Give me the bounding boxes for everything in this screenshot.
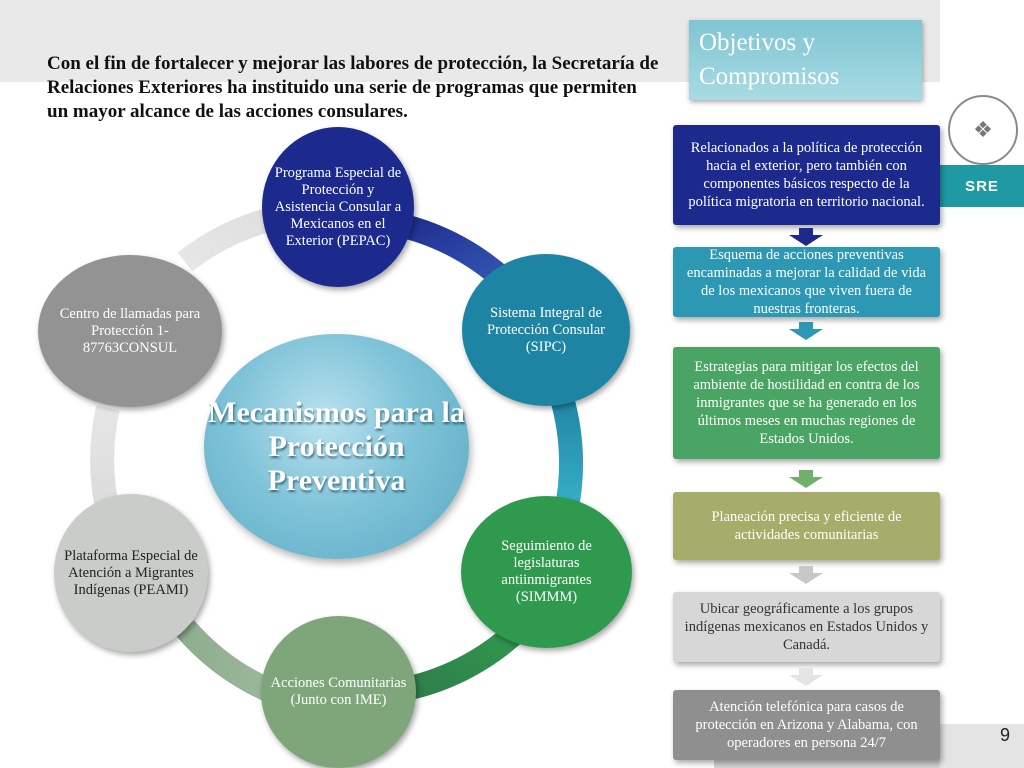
page-footer-bar-right <box>940 724 1024 768</box>
program-pepac-label: Programa Especial de Protección y Asiste… <box>274 164 402 249</box>
ring-arc-2 <box>548 388 584 515</box>
program-acciones-comunitarias: Acciones Comunitarias (Junto con IME) <box>261 616 416 768</box>
down-arrow-icon <box>789 470 823 488</box>
sre-logo: SRE <box>940 165 1024 207</box>
objective-step-4: Planeación precisa y eficiente de activi… <box>673 492 940 560</box>
objective-step-3: Estrategias para mitigar los efectos del… <box>673 347 940 459</box>
program-pepac: Programa Especial de Protección y Asiste… <box>262 127 414 287</box>
program-peami: Plataforma Especial de Atención a Migran… <box>54 494 208 652</box>
ring-arc-4 <box>175 620 274 701</box>
program-centro-label: Centro de llamadas para Protección 1-877… <box>59 305 201 356</box>
objective-step-1: Relacionados a la política de protección… <box>673 125 940 225</box>
program-peami-label: Plataforma Especial de Atención a Migran… <box>64 547 198 598</box>
program-centro-llamadas: Centro de llamadas para Protección 1-877… <box>38 255 222 407</box>
objective-step-2: Esquema de acciones preventivas encamina… <box>673 247 940 317</box>
ring-arc-6 <box>177 208 272 272</box>
objective-step-5: Ubicar geográficamente a los grupos indí… <box>673 592 940 662</box>
objective-step-6: Atención telefónica para casos de protec… <box>673 690 940 760</box>
down-arrow-icon <box>789 228 823 246</box>
program-simmm-label: Seguimiento de legislaturas antiinmigran… <box>501 538 592 605</box>
mexico-seal-icon: ❖ <box>948 95 1018 165</box>
objectives-title: Objetivos y Compromisos <box>689 20 922 100</box>
down-arrow-icon <box>789 668 823 686</box>
center-label: Mecanismos para la Protección Preventiva <box>208 395 465 497</box>
down-arrow-icon <box>789 566 823 584</box>
program-sipc-label: Sistema Integral de Protección Consular … <box>487 304 605 355</box>
center-circle: Mecanismos para la Protección Preventiva <box>204 334 469 559</box>
program-simmm: Seguimiento de legislaturas antiinmigran… <box>461 496 632 648</box>
program-acciones-label: Acciones Comunitarias (Junto con IME) <box>270 675 407 708</box>
page-number: 9 <box>999 725 1010 745</box>
down-arrow-icon <box>789 322 823 340</box>
intro-text: Con el fin de fortalecer y mejorar las l… <box>47 53 659 122</box>
program-sipc: Sistema Integral de Protección Consular … <box>462 254 630 406</box>
